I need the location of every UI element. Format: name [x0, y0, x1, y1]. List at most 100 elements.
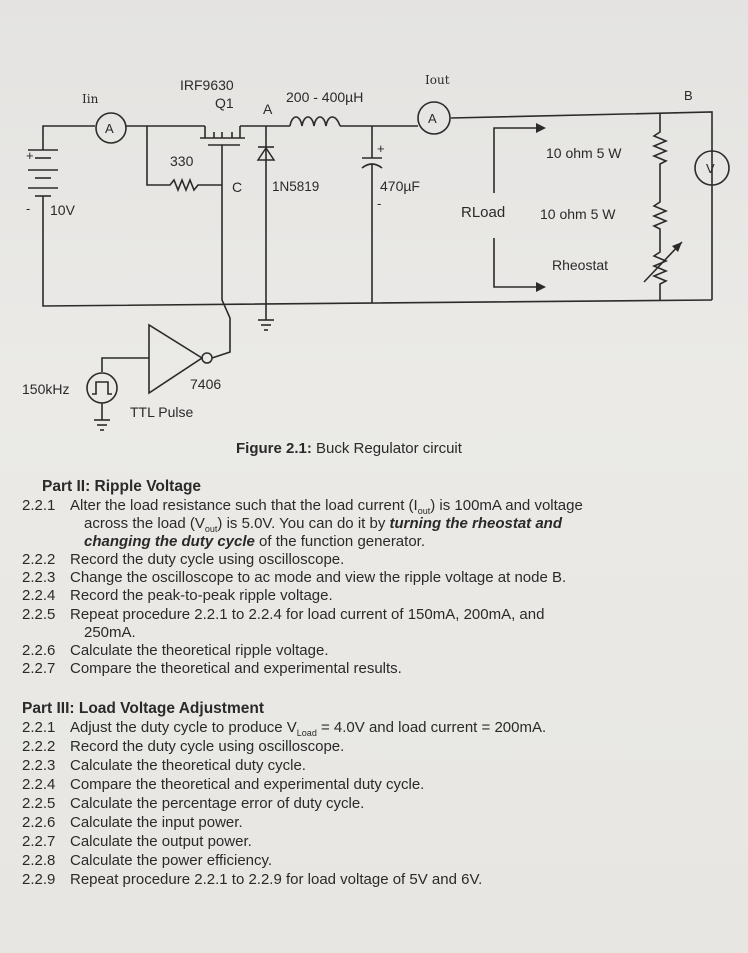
part3-item-4: 2.2.4 Compare the theoretical and experim… — [22, 776, 424, 793]
top-wire-b — [450, 111, 713, 300]
part3-item-6: 2.2.6 Calculate the input power. — [22, 814, 243, 831]
item-text: Calculate the power efficiency. — [70, 852, 273, 869]
item-text: Calculate the output power. — [70, 833, 252, 850]
item-subscript: out — [417, 506, 431, 516]
voltmeter — [694, 150, 730, 186]
gate-resistor-label: 330 — [170, 153, 194, 169]
capacitor-plus: + — [377, 141, 385, 156]
item-subscript: Load — [296, 728, 317, 738]
item-text: Record the duty cycle using oscilloscope… — [70, 738, 345, 755]
item-text: Alter the load resistance such that the … — [70, 497, 418, 514]
part2-title: Part II: Ripple Voltage — [42, 478, 202, 495]
part2-item-7: 2.2.7 Compare the theoretical and experim… — [22, 660, 402, 677]
item-text: Record the duty cycle using oscilloscope… — [70, 551, 345, 568]
item-number: 2.2.6 — [22, 814, 56, 831]
part3-item-1: 2.2.1 Adjust the duty cycle to produce VL… — [22, 719, 546, 742]
pulse-generator — [86, 372, 118, 404]
item-number: 2.2.5 — [22, 606, 56, 623]
item-text: Repeat procedure 2.2.1 to 2.2.9 for load… — [70, 871, 483, 888]
part3-item-3: 2.2.3 Calculate the theoretical duty cycl… — [22, 757, 306, 774]
item-text: ) is 100mA and voltage — [430, 497, 583, 514]
inverter-gate-symbol — [101, 323, 231, 395]
gate-drive-wire — [221, 185, 231, 340]
gate-resistor-wire — [146, 126, 222, 193]
buck-regulator-circuit: + - 10V A Iin IRF9630 Q1 330 C A 1N5819 … — [22, 73, 730, 431]
part3-title: Part III: Load Voltage Adjustment — [22, 700, 264, 717]
load-resistor-1 — [651, 113, 669, 198]
part2-item-1-line3: changing the duty cycle of the function … — [84, 533, 425, 550]
part2-item-2: 2.2.2 Record the duty cycle using oscillo… — [22, 551, 344, 568]
node-a-label: A — [263, 101, 273, 117]
item-text: ) is 5.0V. You can do it by — [217, 515, 390, 532]
item-text: Record the peak-to-peak ripple voltage. — [70, 587, 333, 604]
item-number: 2.2.1 — [22, 497, 56, 514]
item-emphasis: changing the duty cycle — [84, 533, 255, 550]
diode-symbol — [256, 146, 276, 161]
node-c-label: C — [232, 179, 242, 195]
figure-caption: Figure 2.1: Buck Regulator circuit — [236, 440, 462, 457]
inductor-label: 200 - 400µH — [286, 89, 363, 105]
voltmeter-letter: V — [706, 161, 715, 176]
load-resistor-1-label: 10 ohm 5 W — [546, 145, 622, 161]
mosfet-symbol — [200, 126, 245, 185]
part3-item-7: 2.2.7 Calculate the output power. — [22, 833, 252, 850]
part2-item-5: 2.2.5 Repeat procedure 2.2.1 to 2.2.4 for… — [22, 606, 544, 623]
item-number: 2.2.7 — [22, 833, 56, 850]
item-number: 2.2.3 — [22, 569, 56, 586]
part2-item-1: 2.2.1 Alter the load resistance such that… — [22, 497, 583, 520]
item-number: 2.2.9 — [22, 871, 56, 888]
top-wire-left — [42, 125, 95, 150]
item-text: Calculate the input power. — [70, 814, 243, 831]
load-resistor-2 — [651, 198, 669, 248]
rheostat-label: Rheostat — [552, 257, 608, 273]
output-ammeter — [417, 101, 451, 135]
battery-plus: + — [26, 148, 34, 163]
q1-label: Q1 — [215, 95, 234, 111]
inductor-symbol — [289, 116, 341, 127]
figure-caption-number: Figure 2.1: — [236, 440, 312, 457]
item-text: 250mA. — [84, 624, 136, 641]
item-text: Compare the theoretical and experimental… — [70, 776, 425, 793]
item-number: 2.2.2 — [22, 738, 56, 755]
ground-generator — [94, 403, 110, 431]
item-number: 2.2.2 — [22, 551, 56, 568]
part3-item-2: 2.2.2 Record the duty cycle using oscillo… — [22, 738, 344, 755]
item-emphasis: turning the rheostat and — [389, 515, 563, 532]
battery-symbol — [28, 149, 58, 200]
part2-item-6: 2.2.6 Calculate the theoretical ripple vo… — [22, 642, 329, 659]
part2-item-4: 2.2.4 Record the peak-to-peak ripple volt… — [22, 587, 333, 604]
item-number: 2.2.4 — [22, 776, 56, 793]
bottom-wire — [42, 200, 713, 307]
supply-voltage-label: 10V — [50, 202, 76, 218]
rheostat-symbol — [651, 248, 669, 301]
frequency-label: 150kHz — [22, 381, 69, 397]
item-text: Adjust the duty cycle to produce V — [70, 719, 297, 736]
item-number: 2.2.7 — [22, 660, 56, 677]
item-text: Calculate the percentage error of duty c… — [70, 795, 365, 812]
capacitor-minus: - — [377, 196, 381, 211]
iout-label: Iout — [425, 73, 450, 87]
item-number: 2.2.3 — [22, 757, 56, 774]
item-text: Calculate the theoretical ripple voltage… — [70, 642, 329, 659]
inverter-label: 7406 — [190, 376, 221, 392]
capacitor-label: 470µF — [380, 178, 420, 194]
input-ammeter-letter: A — [105, 121, 114, 136]
item-text: across the load (V — [84, 515, 205, 532]
diode-label: 1N5819 — [272, 179, 319, 194]
item-text: Calculate the theoretical duty cycle. — [70, 757, 306, 774]
ground-diode — [258, 319, 274, 331]
capacitor-symbol — [361, 126, 383, 303]
item-number: 2.2.6 — [22, 642, 56, 659]
item-text: Compare the theoretical and experimental… — [70, 660, 402, 677]
part2-item-5-line2: 250mA. — [84, 624, 136, 641]
iin-label: Iin — [82, 92, 99, 106]
item-number: 2.2.4 — [22, 587, 56, 604]
item-number: 2.2.1 — [22, 719, 56, 736]
output-ammeter-letter: A — [428, 111, 437, 126]
item-subscript: out — [204, 524, 218, 534]
item-text: Repeat procedure 2.2.1 to 2.2.4 for load… — [70, 606, 545, 623]
